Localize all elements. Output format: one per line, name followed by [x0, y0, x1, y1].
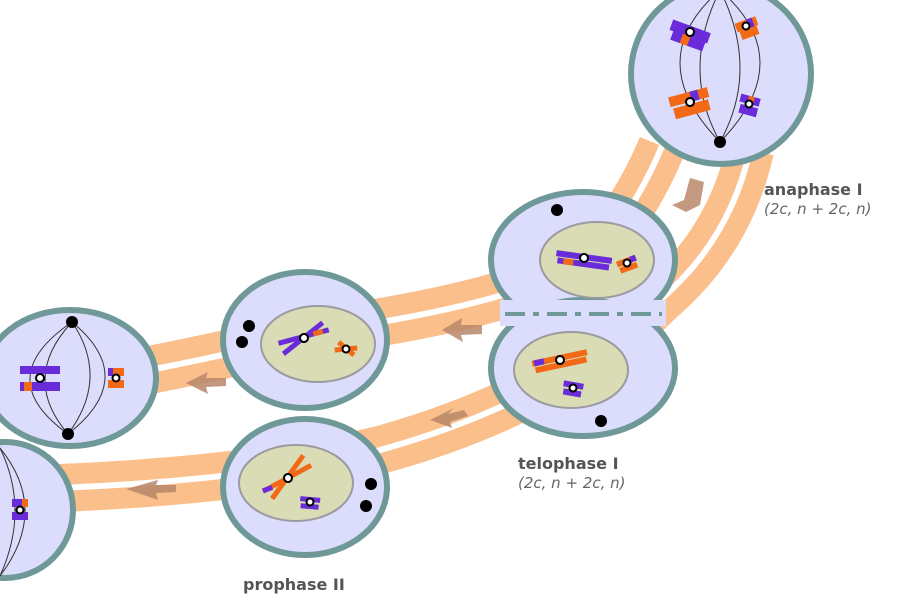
- chromosome-icon: [738, 93, 761, 118]
- chromosome-icon: [734, 16, 760, 41]
- phase-dna-content: (2c, n + 2c, n): [518, 474, 626, 492]
- phase-name: anaphase I: [764, 180, 863, 199]
- phase-name: telophase I: [518, 454, 619, 473]
- chromosome-icon: [531, 349, 588, 374]
- centriole-icon: [360, 500, 372, 512]
- chromosome-icon: [300, 496, 321, 510]
- spindle-fibers: [0, 447, 26, 577]
- centriole-icon: [243, 320, 255, 332]
- nucleus: [513, 331, 629, 409]
- process-arrow-icon: [442, 318, 482, 342]
- cell-metaphase-ii-bottom: [0, 439, 76, 581]
- cell-prophase-ii-top: [220, 269, 390, 411]
- cell-metaphase-ii-top: [0, 307, 159, 449]
- process-arrows: [126, 178, 704, 500]
- process-arrow-icon: [430, 408, 468, 428]
- nucleus: [238, 444, 354, 522]
- phase-name: prophase II: [243, 575, 345, 594]
- process-arrow-icon: [126, 480, 176, 500]
- centriole-icon: [236, 336, 248, 348]
- centriole-icon: [66, 316, 78, 328]
- label-anaphase-i: anaphase I (2c, n + 2c, n): [764, 180, 871, 219]
- cell-anaphase-i: [628, 0, 814, 167]
- nucleus: [260, 305, 376, 383]
- chromosome-icon: [334, 340, 358, 357]
- centriole-icon: [714, 136, 726, 148]
- label-prophase-ii: prophase II: [243, 575, 345, 595]
- process-arrow-icon: [186, 372, 226, 394]
- chromosome-icon: [669, 19, 711, 52]
- chromosome-icon: [668, 87, 711, 120]
- spindle-fibers: [679, 0, 761, 143]
- centriole-icon: [365, 478, 377, 490]
- process-arrow-icon: [672, 178, 704, 212]
- chromosome-icon: [108, 368, 124, 388]
- chromosome-icon: [277, 320, 330, 356]
- cell-prophase-ii-bottom: [220, 416, 390, 558]
- phase-dna-content: (2c, n + 2c, n): [764, 200, 872, 218]
- cell-telophase-i: [488, 189, 678, 439]
- chromosome-icon: [615, 254, 639, 274]
- chromosome-icon: [555, 250, 613, 271]
- chromosome-icon: [562, 380, 584, 398]
- centriole-icon: [551, 204, 563, 216]
- chromosome-icon: [20, 366, 60, 391]
- label-telophase-i: telophase I (2c, n + 2c, n): [518, 454, 625, 493]
- chromosome-icon: [261, 453, 313, 501]
- chromosome-icon: [12, 499, 28, 520]
- centriole-icon: [595, 415, 607, 427]
- centriole-icon: [62, 428, 74, 440]
